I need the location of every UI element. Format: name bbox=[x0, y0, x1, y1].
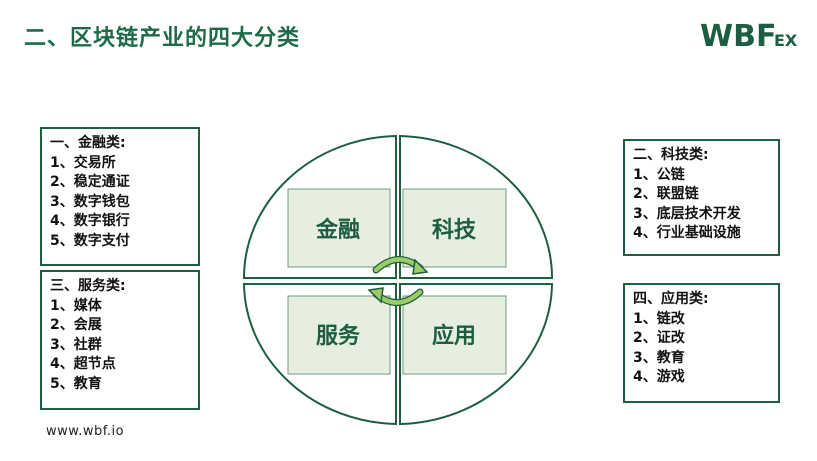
list-item: 4、行业基础设施 bbox=[633, 225, 741, 241]
list-item: 2、联盟链 bbox=[633, 186, 699, 202]
list-item: 3、教育 bbox=[633, 349, 685, 366]
cell-application bbox=[402, 295, 507, 375]
label-service: 服务 bbox=[316, 324, 361, 349]
cell-finance bbox=[287, 188, 391, 268]
list-item: 2、会展 bbox=[50, 317, 102, 333]
finance-category-box: 一、金融类: 1、交易所 2、稳定通证 3、数字钱包 4、数字银行 5、数字支付 bbox=[40, 127, 200, 266]
label-application: 应用 bbox=[432, 323, 476, 349]
tech-category-box: 二、科技类: 1、公链 2、联盟链 3、底层技术开发 4、行业基础设施 bbox=[623, 139, 780, 256]
service-category-box: 三、服务类: 1、媒体 2、会展 3、社群 4、超节点 5、教育 bbox=[40, 270, 200, 410]
box-heading: 二、科技类: bbox=[633, 147, 709, 163]
cell-service bbox=[287, 295, 391, 375]
list-item: 1、链改 bbox=[633, 310, 685, 327]
list-item: 2、稳定通证 bbox=[50, 174, 130, 190]
list-item: 5、教育 bbox=[50, 375, 102, 392]
logo-suffix: EX bbox=[774, 31, 798, 50]
box-heading: 三、服务类: bbox=[50, 278, 126, 294]
cycle-arrows-icon bbox=[367, 256, 429, 306]
list-item: 5、数字支付 bbox=[50, 232, 130, 249]
application-category-box: 四、应用类: 1、链改 2、证改 3、教育 4、游戏 bbox=[623, 283, 780, 403]
list-item: 4、游戏 bbox=[633, 369, 685, 385]
footer-url: www.wbf.io bbox=[46, 424, 125, 439]
list-item: 3、社群 bbox=[50, 336, 102, 353]
list-item: 4、超节点 bbox=[50, 356, 116, 372]
list-item: 4、数字银行 bbox=[50, 213, 130, 229]
cell-tech bbox=[402, 188, 507, 268]
list-item: 2、证改 bbox=[633, 330, 685, 346]
list-item: 1、公链 bbox=[633, 166, 685, 183]
label-finance: 金融 bbox=[315, 217, 360, 243]
label-tech: 科技 bbox=[432, 218, 477, 243]
page-title: 二、区块链产业的四大分类 bbox=[24, 26, 301, 51]
list-item: 1、媒体 bbox=[50, 297, 102, 314]
logo-main: WBF bbox=[700, 19, 776, 54]
box-heading: 一、金融类: bbox=[50, 135, 126, 151]
list-item: 3、底层技术开发 bbox=[633, 205, 741, 222]
list-item: 3、数字钱包 bbox=[50, 193, 130, 210]
box-heading: 四、应用类: bbox=[633, 291, 709, 307]
list-item: 1、交易所 bbox=[50, 154, 116, 171]
wbfex-logo: WBF EX bbox=[700, 19, 798, 54]
